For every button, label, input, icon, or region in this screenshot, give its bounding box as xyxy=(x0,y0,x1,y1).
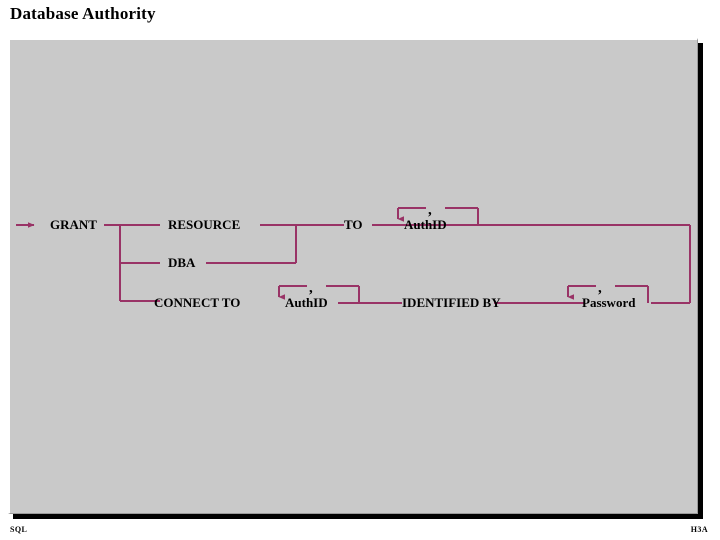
diagram-panel xyxy=(8,38,698,514)
railroad-diagram: GRANT RESOURCE DBA CONNECT TO TO AuthID … xyxy=(8,38,698,514)
node-label-authid-top: AuthID xyxy=(404,217,447,232)
railroad-track-lines xyxy=(16,207,691,304)
footer-left-label: SQL xyxy=(10,525,28,534)
repeat-separator-comma-authid-bottom: , xyxy=(309,280,313,296)
repeat-separator-comma-authid-top: , xyxy=(428,202,432,218)
repeat-separator-comma-password: , xyxy=(598,280,602,296)
node-label-to: TO xyxy=(344,217,363,232)
railroad-diagram-svg: GRANT RESOURCE DBA CONNECT TO TO AuthID … xyxy=(16,202,691,310)
node-label-resource: RESOURCE xyxy=(168,217,240,232)
node-label-grant: GRANT xyxy=(50,217,97,232)
node-label-connect-to: CONNECT TO xyxy=(154,295,240,310)
node-label-identified-by: IDENTIFIED BY xyxy=(402,295,501,310)
node-label-dba: DBA xyxy=(168,255,196,270)
node-label-authid-bottom: AuthID xyxy=(285,295,328,310)
node-label-password: Password xyxy=(582,295,636,310)
footer-right-label: H3A xyxy=(690,525,708,534)
page-title: Database Authority xyxy=(10,4,156,23)
